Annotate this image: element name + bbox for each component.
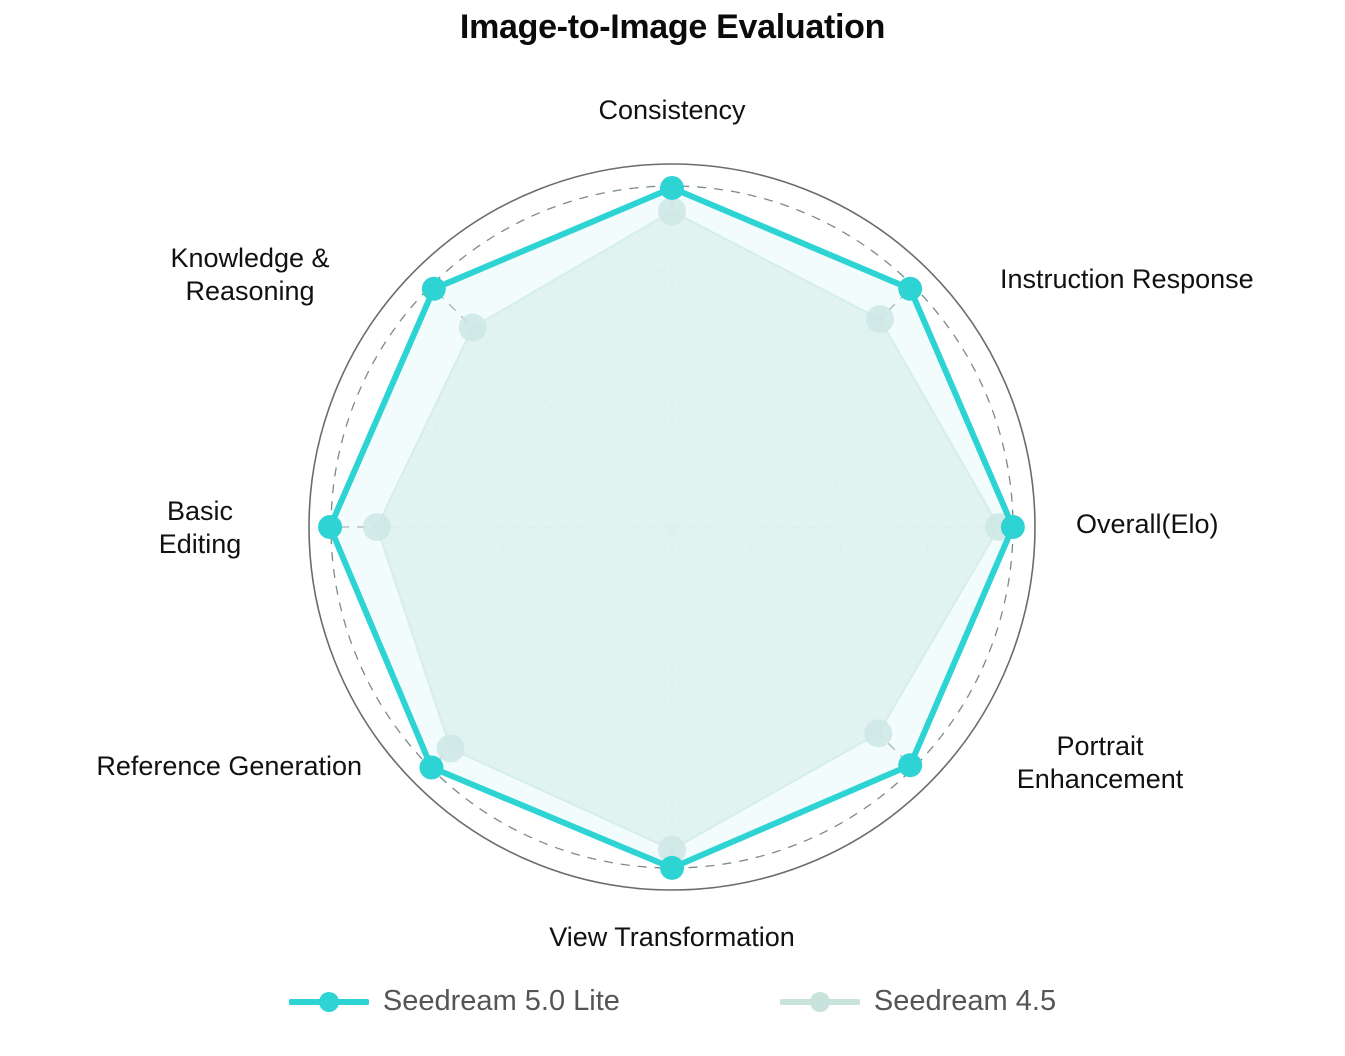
page-title: Image-to-Image Evaluation — [459, 8, 886, 46]
radar-data-point[interactable] — [421, 276, 446, 301]
axis-label-consistency: Consistency — [598, 95, 746, 125]
legend-label: Seedream 5.0 Lite — [382, 985, 620, 1017]
axis-label-reference-generation: Reference Generation — [96, 751, 362, 781]
axis-label-instruction-response: Instruction Response — [1000, 264, 1254, 294]
radar-data-point[interactable] — [660, 855, 684, 880]
radar-data-point[interactable] — [318, 515, 343, 539]
axis-label-knowledge-reasoning: Knowledge & Reasoning — [170, 243, 330, 306]
legend-item-seedream-45[interactable]: Seedream 4.5 — [779, 985, 1057, 1018]
radar-series-layer — [318, 175, 1025, 880]
legend-label: Seedream 4.5 — [873, 985, 1057, 1017]
radar-chart: Consistency Instruction Response Overall… — [96, 95, 1254, 952]
legend-item-seedream-50-lite[interactable]: Seedream 5.0 Lite — [288, 985, 620, 1018]
radar-data-point[interactable] — [419, 755, 444, 780]
axis-label-view-transformation: View Transformation — [549, 922, 795, 952]
radar-data-point[interactable] — [1000, 515, 1025, 539]
outer-boundary-circle — [308, 163, 1036, 891]
axis-label-overall-elo: Overall(Elo) — [1076, 509, 1219, 539]
radar-svg — [308, 163, 1036, 891]
radar-data-point[interactable] — [660, 175, 684, 200]
radar-series-seedream-50-lite — [318, 175, 1025, 880]
chart-legend: Seedream 5.0 Lite Seedream 4.5 — [0, 985, 1345, 1018]
legend-marker-icon — [779, 991, 860, 1012]
radar-data-point[interactable] — [898, 753, 923, 778]
axis-label-portrait-enhancement: Portrait Enhancement — [1016, 731, 1184, 794]
axis-label-basic-editing: Basic Editing — [158, 496, 242, 559]
radar-data-point[interactable] — [898, 276, 923, 301]
legend-marker-icon — [288, 991, 369, 1012]
